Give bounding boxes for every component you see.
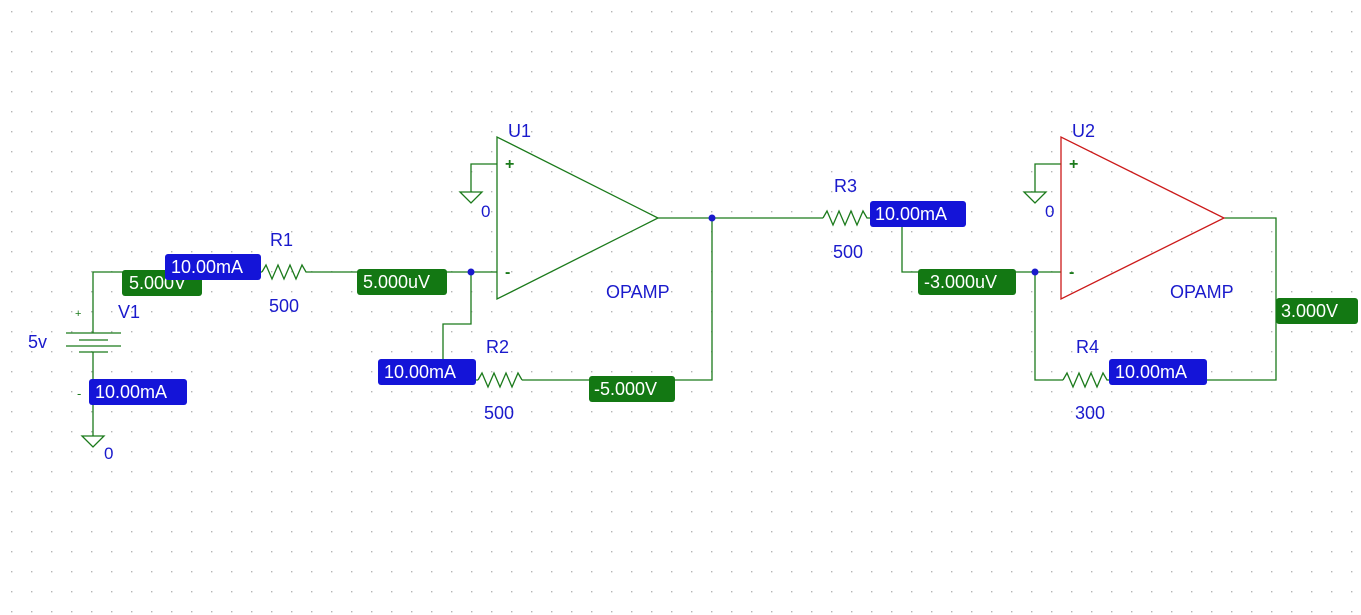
wire-node-r4[interactable]	[1034, 272, 1063, 381]
svg-text:-5.000V: -5.000V	[594, 379, 657, 399]
r2-reference: R2	[486, 337, 509, 357]
voltage-marker[interactable]: 3.000V	[1276, 298, 1358, 324]
junction-dot	[1031, 268, 1039, 276]
svg-text:10.00mA: 10.00mA	[384, 362, 456, 382]
resistor-r2[interactable]: R2 500	[477, 337, 523, 423]
v1-plus-sign: +	[75, 308, 81, 320]
r1-value: 500	[269, 296, 299, 316]
r3-value: 500	[833, 242, 863, 262]
resistor-r4[interactable]: R4 300	[1062, 337, 1108, 423]
ground-symbol: 0	[458, 191, 490, 221]
junction-dot	[708, 214, 716, 222]
opamp-u2[interactable]: + - U2 OPAMP	[1060, 121, 1234, 302]
voltage-marker[interactable]: -3.000uV	[918, 269, 1016, 295]
v1-minus-sign: -	[77, 386, 81, 401]
r1-reference: R1	[270, 230, 293, 250]
svg-text:10.00mA: 10.00mA	[95, 382, 167, 402]
u2-reference: U2	[1072, 121, 1095, 141]
voltage-marker[interactable]: -5.000V	[589, 376, 675, 402]
current-marker[interactable]: 10.00mA	[870, 201, 966, 227]
u2-model: OPAMP	[1170, 282, 1234, 302]
u2-plus-pin: +	[1069, 156, 1078, 173]
ground-label: 0	[1045, 202, 1054, 221]
ground-symbol: 0	[1022, 191, 1054, 221]
u1-model: OPAMP	[606, 282, 670, 302]
svg-text:5.000uV: 5.000uV	[363, 272, 430, 292]
ground-label: 0	[481, 202, 490, 221]
current-marker[interactable]: 10.00mA	[89, 379, 187, 405]
current-marker[interactable]: 10.00mA	[1109, 359, 1207, 385]
u1-minus-pin: -	[505, 264, 510, 281]
current-marker[interactable]: 10.00mA	[378, 359, 476, 385]
u2-minus-pin: -	[1069, 264, 1074, 281]
ground-symbol: 0	[80, 435, 113, 463]
svg-text:10.00mA: 10.00mA	[875, 204, 947, 224]
opamp-u1[interactable]: + - U1 OPAMP	[496, 121, 670, 302]
r3-reference: R3	[834, 176, 857, 196]
voltage-source-v1[interactable]: + - V1 5v	[28, 302, 140, 401]
junction-dot	[467, 268, 475, 276]
voltage-marker[interactable]: 5.000uV	[357, 269, 447, 295]
ground-label: 0	[104, 444, 113, 463]
resistor-r1[interactable]: R1 500	[261, 230, 310, 316]
v1-reference: V1	[118, 302, 140, 322]
current-marker[interactable]: 10.00mA	[165, 254, 261, 280]
resistor-r3[interactable]: R3 500	[822, 176, 869, 262]
u1-plus-pin: +	[505, 156, 514, 173]
r4-reference: R4	[1076, 337, 1099, 357]
wire-r2-u1-out[interactable]	[522, 218, 713, 381]
svg-text:3.000V: 3.000V	[1281, 301, 1338, 321]
svg-text:-3.000uV: -3.000uV	[924, 272, 997, 292]
wire-u1-plus-ground[interactable]	[470, 163, 497, 192]
u1-reference: U1	[508, 121, 531, 141]
svg-text:10.00mA: 10.00mA	[171, 257, 243, 277]
svg-text:10.00mA: 10.00mA	[1115, 362, 1187, 382]
wire-u2-plus-ground[interactable]	[1034, 163, 1061, 192]
r2-value: 500	[484, 403, 514, 423]
r4-value: 300	[1075, 403, 1105, 423]
v1-value: 5v	[28, 332, 47, 352]
